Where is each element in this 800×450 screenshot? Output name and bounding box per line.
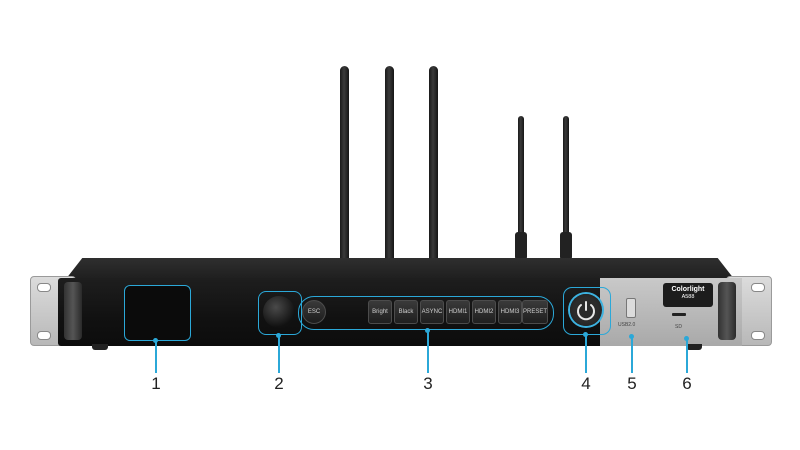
leader-line-6: [686, 338, 688, 373]
leader-line-2: [278, 335, 280, 373]
callout-4: 4: [581, 374, 591, 393]
leader-line-4: [585, 334, 587, 373]
hdmi3-key[interactable]: HDMI3: [498, 300, 522, 324]
callout-6: 6: [682, 374, 692, 393]
model-name: A588: [681, 294, 695, 300]
esc-key[interactable]: ESC: [302, 300, 326, 324]
antenna-4: [515, 116, 527, 262]
handle-left: [64, 282, 82, 340]
async-key[interactable]: ASYNC: [420, 300, 444, 324]
hdmi1-key[interactable]: HDMI1: [446, 300, 470, 324]
antenna-1: [340, 66, 349, 262]
black-key[interactable]: Black: [394, 300, 418, 324]
brand-name: Colorlight: [671, 286, 705, 293]
sd-label: SD: [675, 324, 682, 330]
antenna-2: [385, 66, 394, 262]
sd-card-slot: [672, 313, 686, 316]
hdmi2-key[interactable]: HDMI2: [472, 300, 496, 324]
power-button[interactable]: [570, 294, 602, 326]
leader-line-3: [427, 330, 429, 373]
power-icon: [577, 301, 595, 321]
antenna-5: [560, 116, 572, 262]
preset-key[interactable]: PRESET: [522, 300, 548, 324]
callout-1: 1: [151, 374, 161, 393]
brand-logo: Colorlight A588: [663, 283, 713, 307]
callout-5: 5: [627, 374, 637, 393]
foot-left: [92, 344, 108, 350]
handle-right: [718, 282, 736, 340]
rotary-knob[interactable]: [263, 296, 295, 328]
usb-port: [626, 298, 636, 318]
bright-key[interactable]: Bright: [368, 300, 392, 324]
callout-3: 3: [423, 374, 433, 393]
usb-label: USB2.0: [618, 322, 636, 328]
lcd-screen: [124, 285, 191, 341]
foot-right: [686, 344, 702, 350]
antenna-3: [429, 66, 438, 262]
callout-2: 2: [274, 374, 284, 393]
leader-line-5: [631, 336, 633, 373]
leader-line-1: [155, 340, 157, 373]
